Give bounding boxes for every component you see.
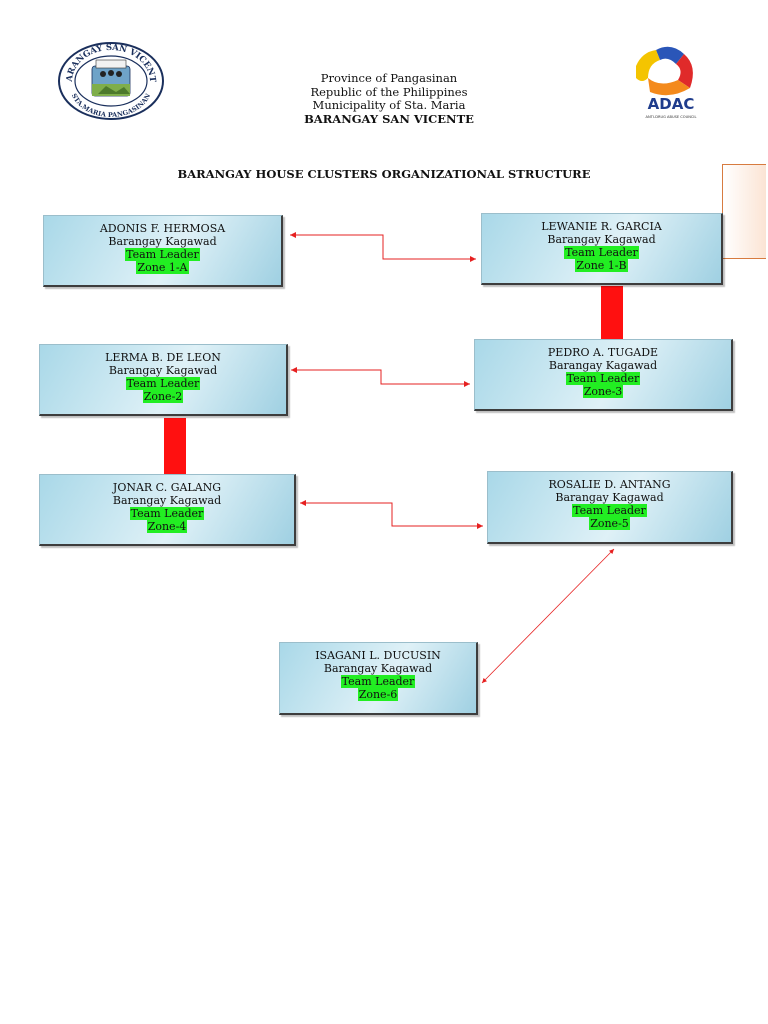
- member-role: Team Leader: [564, 246, 639, 259]
- node-zone-6: ISAGANI L. DUCUSIN Barangay Kagawad Team…: [279, 642, 478, 715]
- member-position: Barangay Kagawad: [108, 235, 217, 248]
- member-role: Team Leader: [125, 377, 201, 390]
- member-role: Team Leader: [565, 372, 641, 385]
- node-zone-5: ROSALIE D. ANTANG Barangay Kagawad Team …: [487, 471, 733, 544]
- member-position: Barangay Kagawad: [547, 233, 656, 246]
- chart-title: BARANGAY HOUSE CLUSTERS ORGANIZATIONAL S…: [177, 167, 591, 181]
- member-position: Barangay Kagawad: [323, 662, 433, 675]
- node-zone-1a: ADONIS F. HERMOSA Barangay Kagawad Team …: [43, 215, 283, 287]
- node-zone-1b: LEWANIE R. GARCIA Barangay Kagawad Team …: [481, 213, 723, 285]
- connector-zone2-zone4: [164, 418, 186, 474]
- member-name: JONAR C. GALANG: [112, 481, 222, 494]
- connector-zone1a-zone1b: [290, 232, 476, 262]
- member-position: Barangay Kagawad: [108, 364, 218, 377]
- node-zone-2: LERMA B. DE LEON Barangay Kagawad Team L…: [39, 344, 288, 416]
- member-zone: Zone-2: [142, 390, 184, 403]
- member-name: LEWANIE R. GARCIA: [541, 220, 662, 233]
- member-zone: Zone-3: [582, 385, 624, 398]
- header-republic: Republic of the Philippines: [310, 84, 468, 99]
- connector-zone5-zone6: [481, 548, 615, 684]
- member-zone: Zone-6: [357, 688, 399, 701]
- header-municipality: Municipality of Sta. Maria: [312, 98, 466, 112]
- member-name: ADONIS F. HERMOSA: [99, 222, 226, 235]
- member-name: ROSALIE D. ANTANG: [548, 478, 671, 491]
- member-name: LERMA B. DE LEON: [105, 351, 221, 364]
- svg-text:ANTI-DRUG ABUSE COUNCIL: ANTI-DRUG ABUSE COUNCIL: [646, 115, 697, 119]
- member-position: Barangay Kagawad: [555, 491, 664, 504]
- member-position: Barangay Kagawad: [112, 494, 222, 507]
- member-name: ISAGANI L. DUCUSIN: [315, 649, 441, 662]
- connector-zone4-zone5: [300, 500, 483, 529]
- header-province: Province of Pangasinan: [320, 71, 458, 85]
- member-zone: Zone 1-B: [575, 259, 628, 272]
- adac-logo: ADAC ANTI-DRUG ABUSE COUNCIL: [636, 46, 697, 119]
- barangay-seal-logo: BARANGAY SAN VICENTE STA.MARIA PANGASINA…: [58, 42, 164, 120]
- member-role: Team Leader: [125, 248, 200, 261]
- member-zone: Zone-4: [146, 520, 188, 533]
- svg-text:ADAC: ADAC: [648, 95, 695, 113]
- member-zone: Zone 1-A: [136, 261, 189, 274]
- header-barangay: BARANGAY SAN VICENTE: [304, 111, 474, 126]
- document-header: Province of Pangasinan Republic of the P…: [234, 71, 544, 126]
- member-position: Barangay Kagawad: [548, 359, 658, 372]
- node-zone-4: JONAR C. GALANG Barangay Kagawad Team Le…: [39, 474, 296, 546]
- member-role: Team Leader: [340, 675, 416, 688]
- member-name: PEDRO A. TUGADE: [547, 346, 659, 359]
- connector-zone1b-zone3: [601, 286, 623, 339]
- member-role: Team Leader: [129, 507, 205, 520]
- node-zone-3: PEDRO A. TUGADE Barangay Kagawad Team Le…: [474, 339, 733, 411]
- connector-zone2-zone3: [291, 367, 470, 387]
- member-zone: Zone-5: [589, 517, 630, 530]
- member-role: Team Leader: [572, 504, 647, 517]
- side-tab-decoration: [722, 164, 766, 259]
